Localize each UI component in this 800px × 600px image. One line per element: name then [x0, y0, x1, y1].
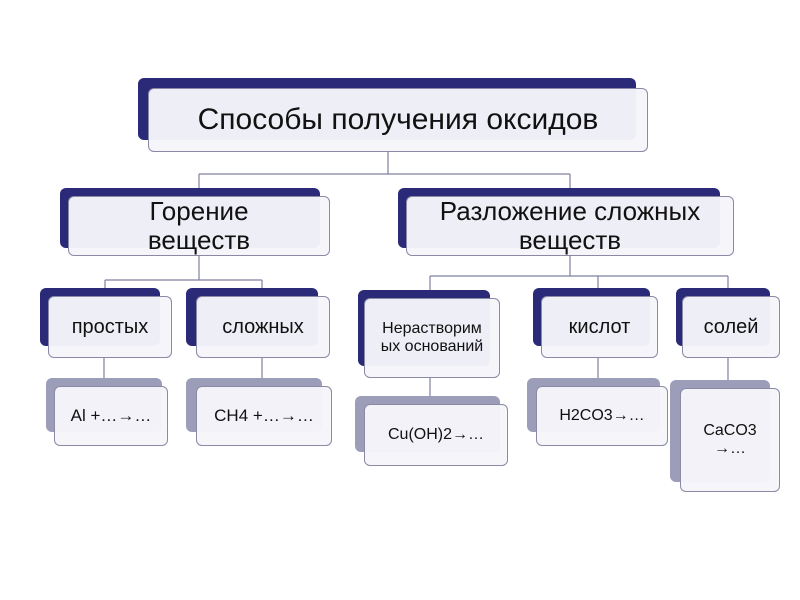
node-acids-label: кислот: [541, 296, 658, 358]
node-decomposition-label: Разложение сложных веществ: [406, 196, 734, 256]
node-salts-label: солей: [682, 296, 780, 358]
root-title: Способы получения оксидов: [148, 88, 648, 152]
example-cuoh2-label: Cu(OH)2→…: [364, 404, 508, 466]
node-combustion-label: Горение веществ: [68, 196, 330, 256]
example-ch4-label: CH4 +…→…: [196, 386, 332, 446]
node-insoluble-bases-label: Нерастворимых оснований: [364, 298, 500, 378]
example-caco3-label: CaCO3 →…: [680, 388, 780, 492]
node-complex-label: сложных: [196, 296, 330, 358]
example-al-label: Al +…→…: [54, 386, 168, 446]
example-h2co3-label: H2CO3→…: [536, 386, 668, 446]
node-simple-label: простых: [48, 296, 172, 358]
